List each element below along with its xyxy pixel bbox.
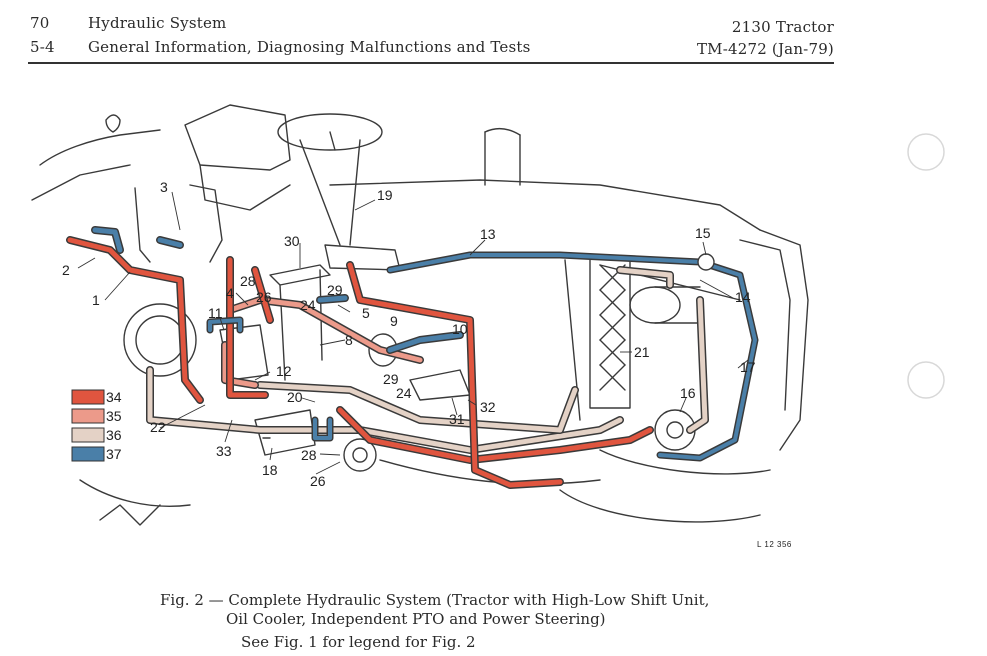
steering-line-7 bbox=[317, 295, 348, 303]
callout-14: 14 bbox=[735, 289, 751, 305]
callout-5: 5 bbox=[362, 305, 370, 321]
legend-swatch-34 bbox=[71, 389, 105, 405]
page-number: 70 bbox=[30, 14, 50, 32]
steering-line-4 bbox=[208, 318, 242, 332]
callout-4: 4 bbox=[226, 285, 234, 301]
callout-32: 32 bbox=[480, 399, 496, 415]
callout-2: 2 bbox=[62, 262, 70, 278]
callout-21: 21 bbox=[634, 344, 650, 360]
figure-caption-note: See Fig. 1 for legend for Fig. 2 bbox=[241, 633, 476, 651]
pressure-line-5 bbox=[252, 267, 273, 323]
callout-10: 10 bbox=[452, 321, 468, 337]
callout-11: 11 bbox=[208, 305, 223, 321]
callout-18: 18 bbox=[262, 462, 278, 478]
callout-9: 9 bbox=[390, 313, 398, 329]
legend-label-36: 36 bbox=[106, 427, 122, 443]
callout-20: 20 bbox=[287, 389, 303, 405]
callout-13: 13 bbox=[480, 226, 496, 242]
callout-31: 31 bbox=[449, 411, 465, 427]
legend-swatch-35 bbox=[71, 408, 105, 424]
callout-22: 22 bbox=[150, 419, 166, 435]
callout-19: 19 bbox=[377, 187, 393, 203]
return-line-2 bbox=[222, 342, 258, 388]
header-rule bbox=[28, 62, 834, 64]
return-line bbox=[227, 297, 423, 363]
legend-swatch-37 bbox=[71, 446, 105, 462]
callout-24-upper: 24 bbox=[300, 297, 316, 313]
steering-line-6 bbox=[313, 418, 332, 440]
legend-label-35: 35 bbox=[106, 408, 122, 424]
filter-return bbox=[687, 297, 708, 433]
figure-caption-line2: Oil Cooler, Independent PTO and Power St… bbox=[226, 610, 606, 628]
color-legend: 34 35 36 37 bbox=[71, 389, 122, 462]
section-number: 5-4 bbox=[30, 38, 55, 56]
pressure-line-3 bbox=[337, 407, 653, 463]
callout-12: 12 bbox=[276, 363, 292, 379]
sump-line-2-outline bbox=[256, 381, 579, 434]
callout-16: 16 bbox=[680, 385, 696, 401]
callout-3: 3 bbox=[160, 179, 168, 195]
section-title: Hydraulic System bbox=[88, 14, 227, 32]
sump-line-2 bbox=[257, 382, 578, 433]
tractor-outline bbox=[31, 104, 809, 526]
callout-28-upper: 28 bbox=[240, 273, 256, 289]
binder-hole-bottom bbox=[907, 361, 945, 399]
legend-swatch-36 bbox=[71, 427, 105, 443]
callout-24-lower: 24 bbox=[396, 385, 412, 401]
figure-reference-code: L 12 356 bbox=[757, 540, 792, 549]
steering-line bbox=[388, 253, 757, 460]
callout-29-upper: 29 bbox=[327, 282, 343, 298]
callout-26-lower: 26 bbox=[310, 473, 326, 489]
steering-line-2 bbox=[92, 227, 123, 253]
callout-28-lower: 28 bbox=[301, 447, 317, 463]
figure-caption-line1: Fig. 2 — Complete Hydraulic System (Trac… bbox=[160, 591, 710, 609]
steering-line-3 bbox=[157, 237, 183, 248]
manual-number: TM-4272 (Jan-79) bbox=[696, 40, 834, 58]
callout-26-upper: 26 bbox=[256, 289, 272, 305]
callout-33: 33 bbox=[216, 443, 232, 459]
binder-hole-top bbox=[907, 133, 945, 171]
legend-label-34: 34 bbox=[106, 389, 122, 405]
fitting-15 bbox=[697, 253, 715, 271]
pressure-line-4 bbox=[347, 262, 563, 488]
callout-1: 1 bbox=[92, 292, 100, 308]
pressure-line bbox=[67, 237, 203, 403]
pressure-line-2 bbox=[227, 257, 268, 398]
callout-17: 17 bbox=[740, 359, 756, 375]
cooler-line bbox=[617, 267, 673, 288]
leader-lines bbox=[77, 191, 749, 475]
section-subtitle: General Information, Diagnosing Malfunct… bbox=[88, 38, 531, 56]
callout-8: 8 bbox=[345, 332, 353, 348]
callout-30: 30 bbox=[284, 233, 300, 249]
tractor-model: 2130 Tractor bbox=[731, 18, 834, 36]
legend-label-37: 37 bbox=[106, 446, 122, 462]
callout-29-lower: 29 bbox=[383, 371, 399, 387]
callout-15: 15 bbox=[695, 225, 711, 241]
steering-line-5 bbox=[387, 332, 463, 353]
